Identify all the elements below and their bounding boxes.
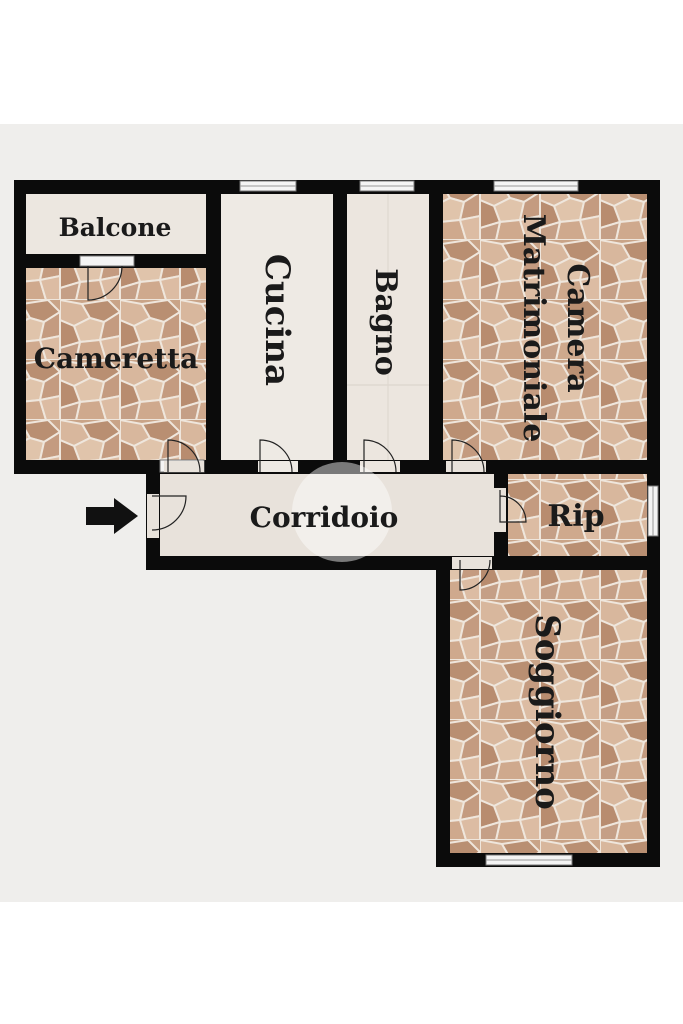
label-balcone: Balcone [59,213,172,242]
soggiorno-floor [450,570,647,853]
label-soggiorno: Soggiorno [527,614,567,810]
ripostiglio-floor [508,474,647,556]
cucina-floor [221,194,333,460]
corridoio-floor [160,474,494,556]
doors [87,265,527,591]
label-cameretta: Cameretta [34,342,198,375]
label-corridoio: Corridoio [250,501,399,534]
label-matrimoniale: Matrimoniale [516,214,551,443]
entrance-arrow-icon [86,498,138,534]
label-ripostiglio: Rip [547,499,604,534]
camera-floor [443,194,647,460]
label-cucina: Cucina [257,254,297,386]
window-balcone-door [79,255,135,267]
balcone-floor [26,194,206,254]
watermark-logo-icon [292,462,392,562]
cameretta-floor [26,268,206,460]
label-bagno: Bagno [368,268,403,376]
label-camera: Camera [560,263,595,392]
